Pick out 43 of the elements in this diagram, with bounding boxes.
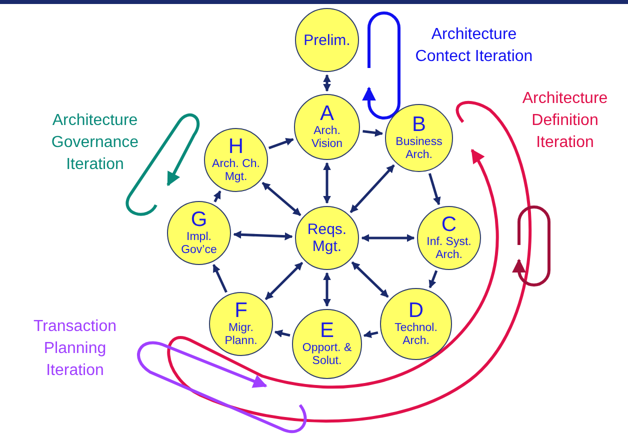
iteration-label: Architecture Governance Iteration [50,111,140,175]
arrow [274,330,290,338]
phase-name: Business Arch. [394,136,444,162]
arrow [323,272,331,307]
phase-letter: E [320,320,334,342]
arrow [428,173,441,206]
arrow [212,264,228,293]
phase-circle [380,288,452,360]
phase-letter: H [228,136,244,158]
arrow [264,262,304,300]
iteration-label: Architecture Definition Iteration [521,89,609,153]
phase-name: Arch. Ch. Mgt. [211,158,261,184]
arrow [262,182,302,216]
arrow [361,234,415,242]
iteration-label: Architecture Contect Iteration [414,25,534,67]
arrow [233,230,293,240]
arrow [213,190,222,202]
arrow [323,162,331,204]
phase-name: Impl. Gov’ce [180,231,218,257]
phase-letter: F [234,300,248,322]
phase-letter: D [408,300,424,322]
phase-name: Reqs. Mgt. [306,221,348,255]
phase-letter: A [320,103,334,125]
phase-letter: B [412,114,426,136]
arrow [350,164,395,214]
iteration-label: Transaction Planning Iteration [32,317,118,381]
arrow [362,128,384,137]
arrow [323,74,331,92]
phase-letter: G [190,209,208,231]
phase-circle [209,292,273,356]
arrow [268,138,294,150]
phase-name: Inf. Syst. Arch. [426,236,472,262]
phase-circle [385,104,453,172]
phase-circle [295,206,359,270]
phase-name: Technol. Arch. [394,322,438,348]
arrow [428,270,438,288]
phase-name: Migr. Plann. [224,322,258,348]
phase-name: Arch. Vision [310,125,344,151]
phase-letter: C [441,214,457,236]
arrow [351,261,389,298]
phase-name: Opport. & Solut. [301,342,353,368]
phase-name: Prelim. [304,32,350,48]
arrow [363,330,378,338]
